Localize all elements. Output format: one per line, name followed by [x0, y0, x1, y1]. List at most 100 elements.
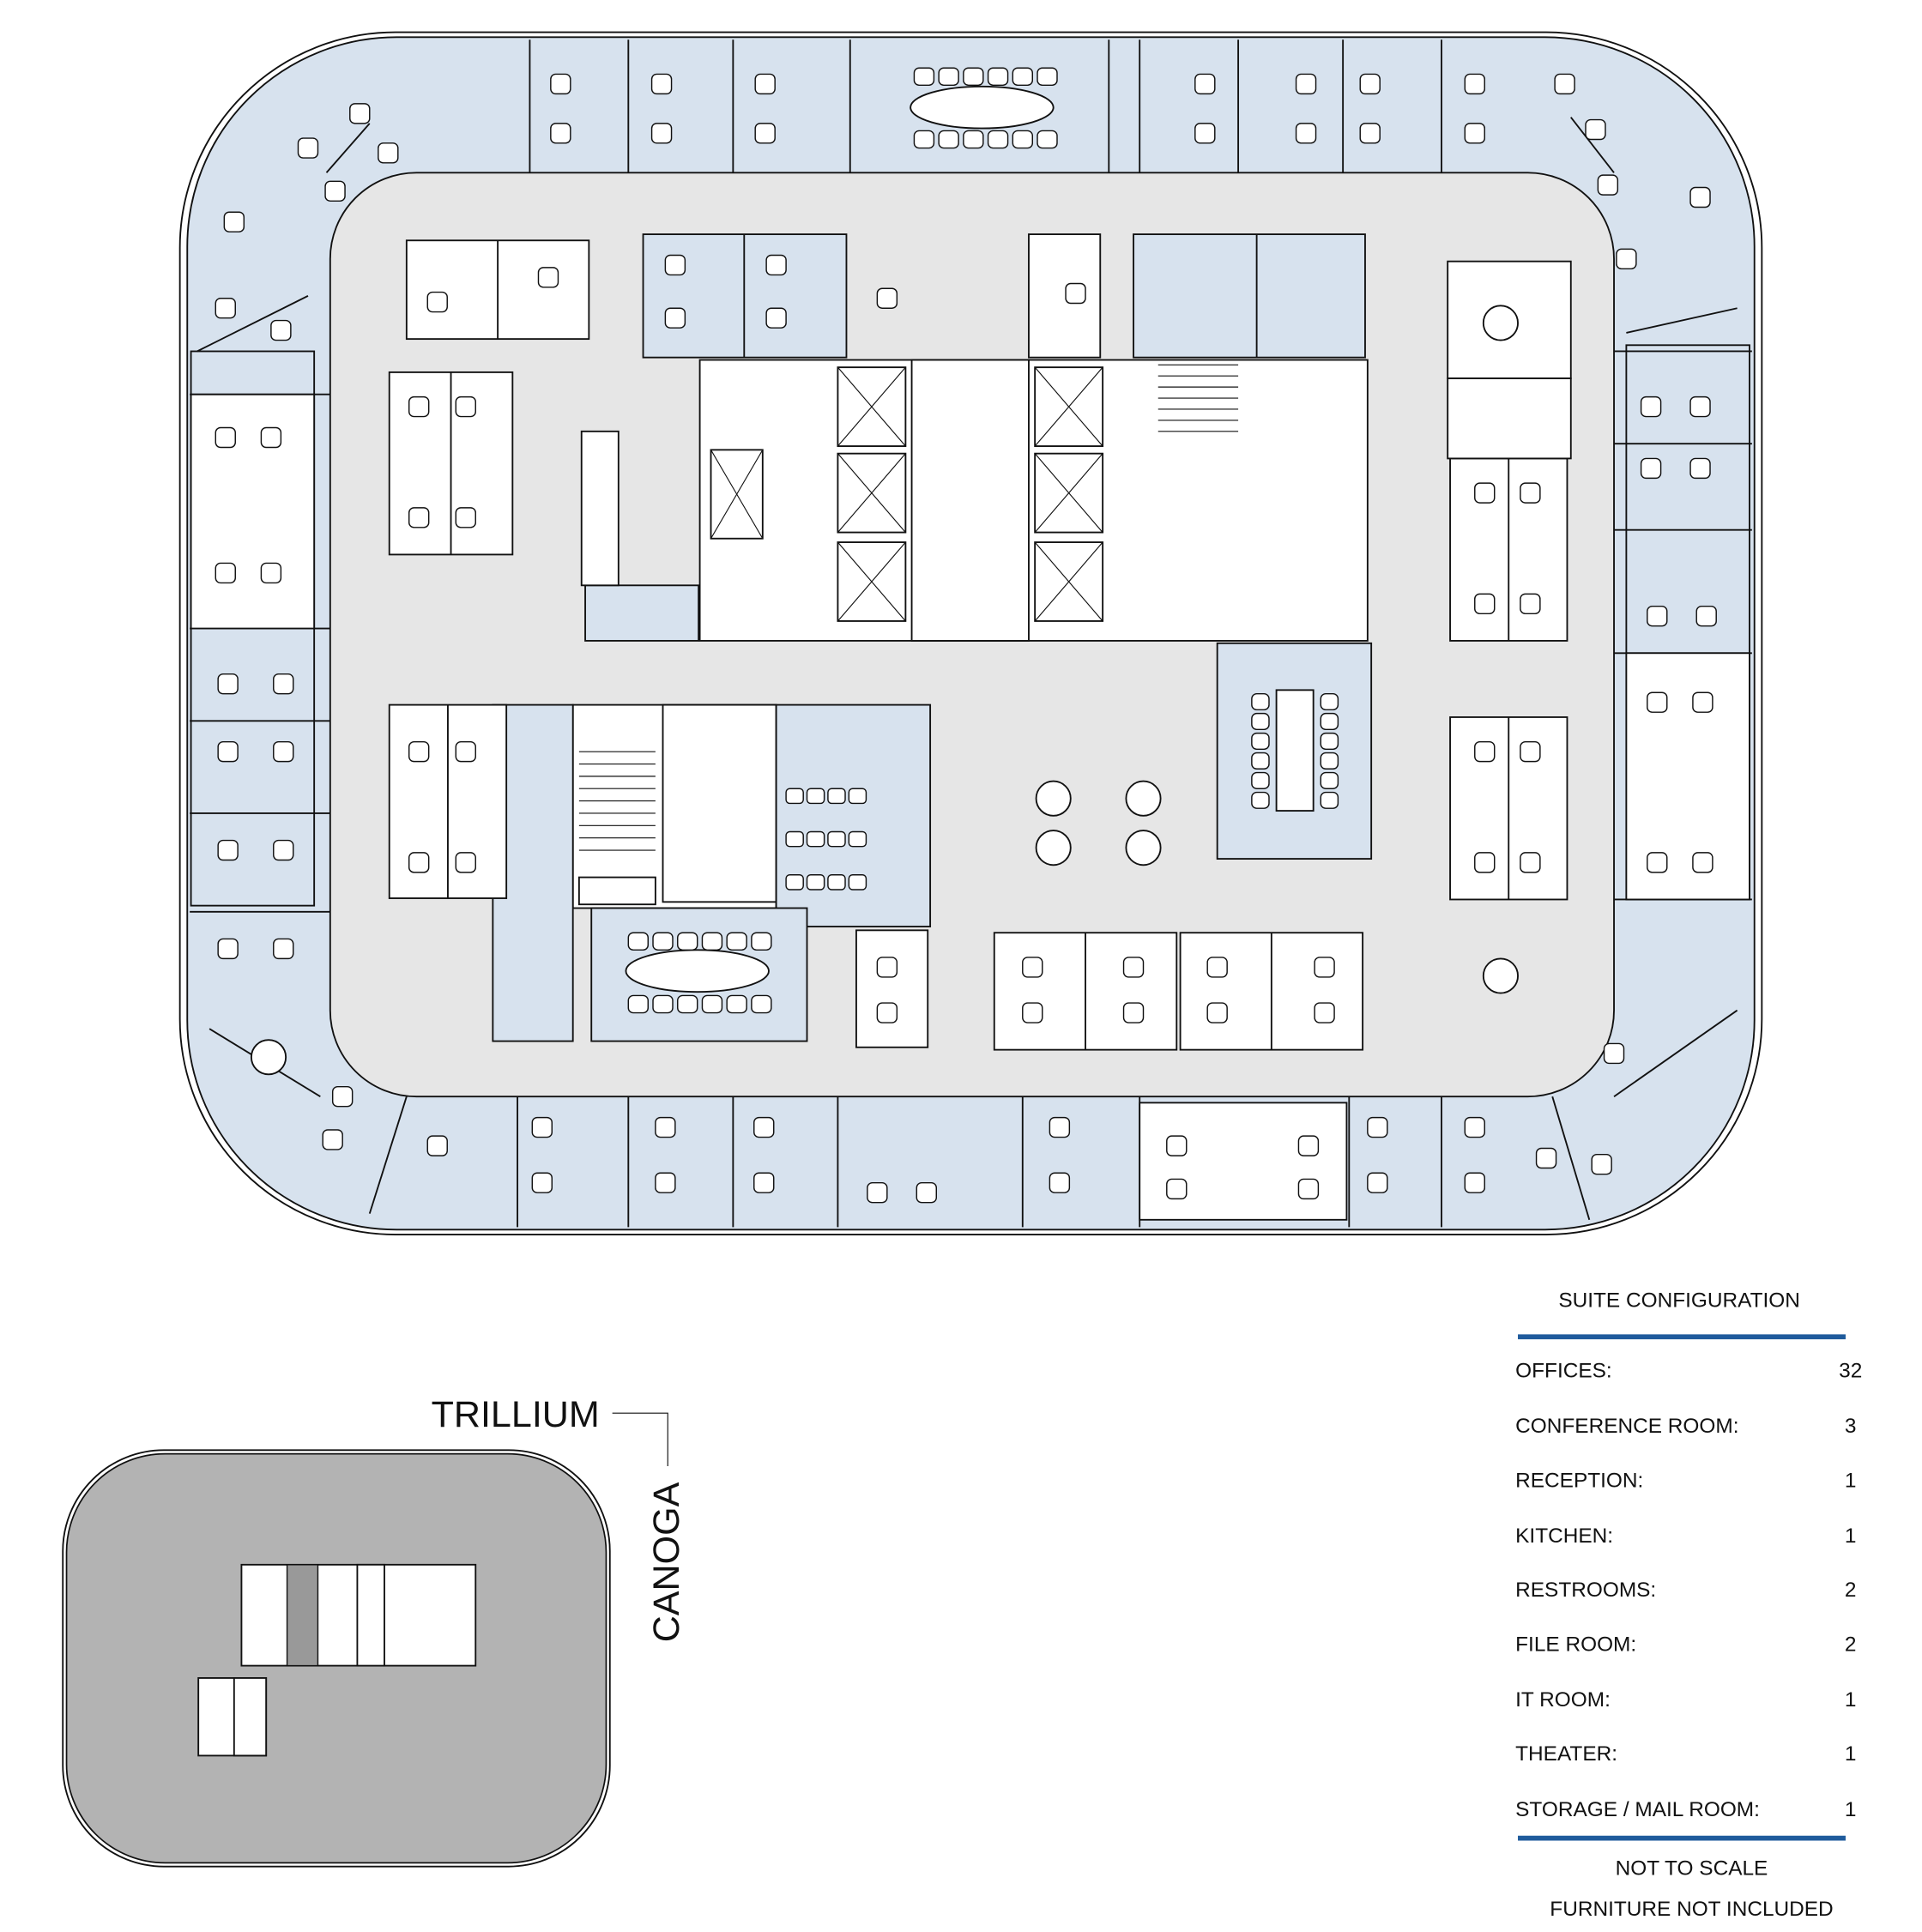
- chair: [217, 938, 239, 960]
- chair: [876, 1002, 898, 1023]
- chair: [1320, 692, 1339, 711]
- chair: [916, 1182, 937, 1204]
- chair: [677, 932, 698, 951]
- chair: [1022, 1002, 1043, 1023]
- chair: [1320, 712, 1339, 731]
- chair: [650, 73, 673, 95]
- legend-item-value: 2: [1845, 1579, 1857, 1602]
- file-room-west: [584, 584, 700, 642]
- chair: [1251, 712, 1270, 731]
- round-table: [250, 1039, 287, 1076]
- chair: [1251, 752, 1270, 770]
- theater-seat: [848, 830, 867, 848]
- chair: [1122, 957, 1145, 978]
- chair: [550, 73, 571, 95]
- chair: [324, 180, 346, 202]
- workstation-area: [1625, 652, 1750, 901]
- chair: [1464, 1172, 1485, 1193]
- chair: [963, 130, 984, 149]
- chair: [1295, 123, 1317, 144]
- theater-seat: [785, 788, 804, 805]
- chair: [876, 957, 898, 978]
- legend-item-value: 32: [1839, 1360, 1862, 1383]
- chair: [273, 740, 294, 763]
- chair: [765, 254, 787, 276]
- theater-seat: [848, 874, 867, 891]
- chair: [655, 1172, 676, 1193]
- chair: [754, 123, 776, 144]
- legend-item-label: FILE ROOM:: [1515, 1633, 1636, 1656]
- chair: [627, 932, 649, 951]
- chair: [1194, 123, 1216, 144]
- building-core: [698, 359, 1369, 642]
- chair: [753, 1172, 775, 1193]
- chair: [1166, 1178, 1188, 1200]
- theater-seat: [827, 830, 846, 848]
- conference-table: [1275, 689, 1315, 812]
- chair: [701, 994, 723, 1014]
- street-label-canoga: CANOGA: [646, 1482, 687, 1642]
- chair: [664, 307, 686, 329]
- key-plan: TRILLIUM CANOGA: [62, 1394, 687, 1868]
- office-wall: [325, 123, 371, 173]
- chair: [753, 1116, 775, 1138]
- chair: [1012, 67, 1033, 87]
- legend-item-label: OFFICES:: [1515, 1360, 1612, 1383]
- chair: [1166, 1135, 1188, 1156]
- suite-configuration-legend: SUITE CONFIGURATION OFFICES:32CONFERENCE…: [1515, 1289, 1862, 1921]
- chair: [223, 211, 245, 232]
- chair: [1474, 482, 1496, 504]
- key-plan-elevators: [356, 1563, 385, 1667]
- chair: [322, 1129, 343, 1150]
- chair: [215, 426, 236, 449]
- chair: [217, 740, 239, 763]
- chair: [260, 426, 282, 449]
- office-wall: [196, 295, 309, 353]
- note-furniture-not-included: FURNITURE NOT INCLUDED: [1550, 1898, 1833, 1921]
- chair: [1464, 123, 1485, 144]
- chair: [1692, 852, 1713, 873]
- chair: [1520, 482, 1541, 504]
- chair: [1320, 752, 1339, 770]
- chair: [273, 673, 294, 695]
- chair: [650, 123, 673, 144]
- chair: [1616, 248, 1637, 269]
- workstation-area: [1139, 1102, 1348, 1221]
- legend-item-label: RECEPTION:: [1515, 1469, 1643, 1492]
- chair: [1012, 130, 1033, 149]
- chair: [215, 298, 236, 319]
- chair: [217, 673, 239, 695]
- chair: [1320, 771, 1339, 789]
- legend-item-value: 1: [1845, 1469, 1857, 1492]
- exterior-wall: [178, 31, 1763, 1235]
- chair: [1367, 1116, 1388, 1138]
- chair: [765, 307, 787, 329]
- chair: [726, 932, 747, 951]
- theater-seat: [827, 874, 846, 891]
- chair: [627, 994, 649, 1014]
- legend-item-label: RESTROOMS:: [1515, 1579, 1656, 1602]
- theater-seat: [806, 874, 825, 891]
- chair: [1591, 1153, 1612, 1175]
- main-floor-plan: [178, 31, 1763, 1235]
- chair: [1320, 791, 1339, 809]
- legend-item-label: CONFERENCE ROOM:: [1515, 1415, 1738, 1438]
- chair: [1474, 852, 1496, 873]
- theater-seat: [785, 830, 804, 848]
- round-table: [1035, 830, 1072, 866]
- chair: [1554, 73, 1575, 95]
- office-wall: [1570, 117, 1615, 173]
- theater-seat: [785, 874, 804, 891]
- chair: [260, 562, 282, 584]
- chair: [1065, 282, 1086, 305]
- chair: [987, 67, 1009, 87]
- chair: [217, 839, 239, 861]
- chair: [1692, 691, 1713, 713]
- workstation-area: [1447, 377, 1572, 460]
- chair: [455, 852, 476, 873]
- chair: [455, 507, 476, 528]
- chair: [273, 938, 294, 960]
- chair: [1597, 174, 1619, 196]
- chair: [1689, 186, 1711, 208]
